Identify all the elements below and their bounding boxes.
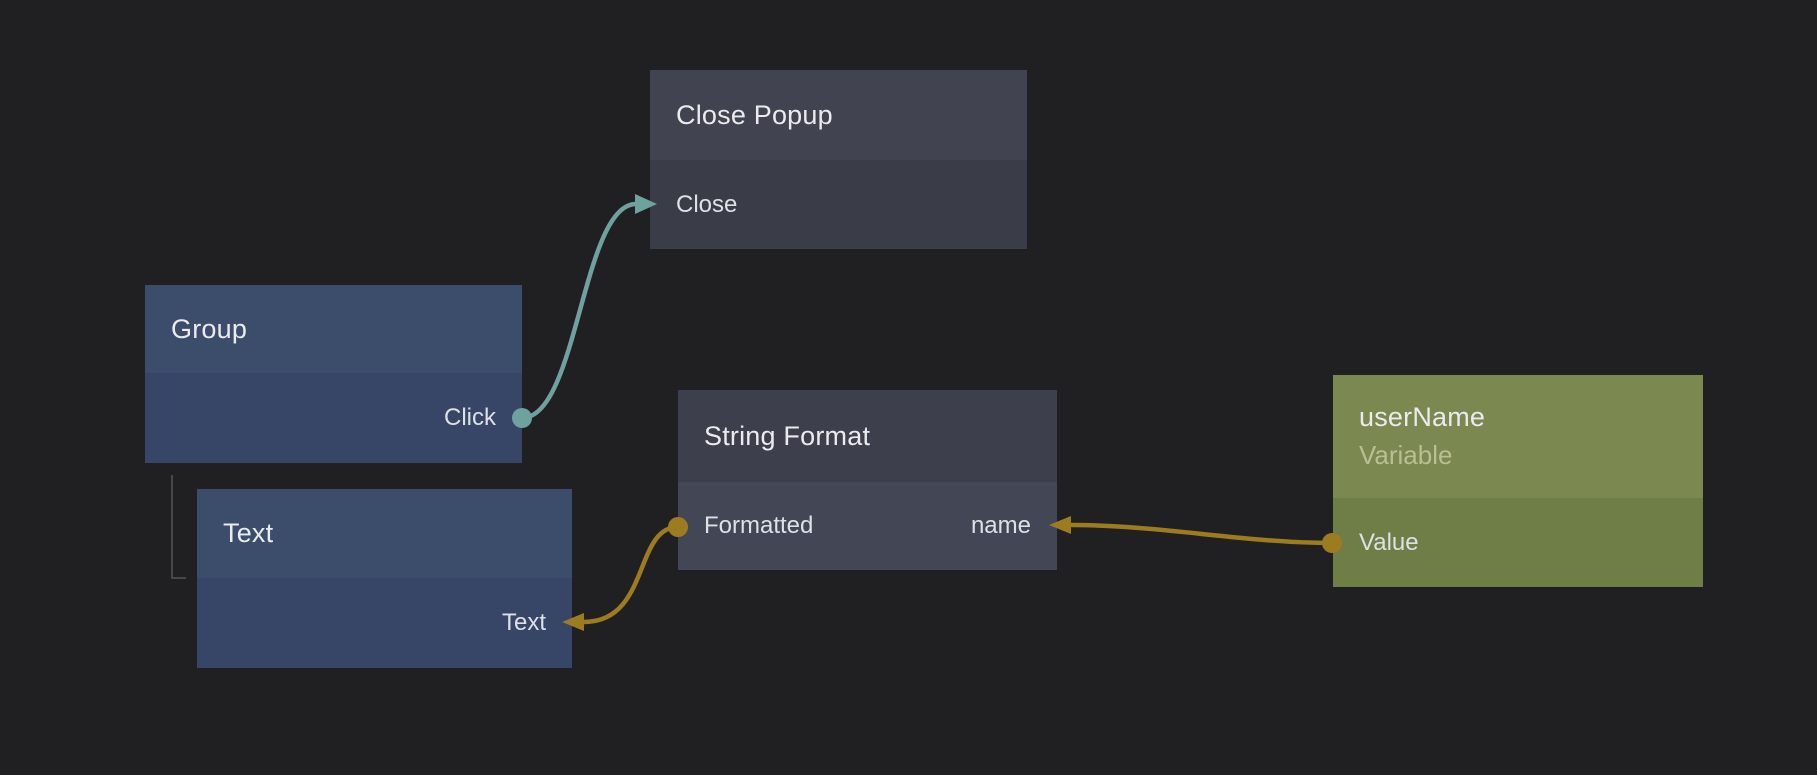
node-text[interactable]: Text Text [197,489,572,668]
node-username-variable[interactable]: userName Variable Value [1333,375,1703,587]
port-name[interactable]: name [970,512,1031,539]
node-close-popup-header: Close Popup [650,70,1027,160]
port-value[interactable]: Value [1359,528,1419,556]
node-text-header: Text [197,489,572,578]
node-group[interactable]: Group Click [145,285,522,463]
node-string-format[interactable]: String Format Formatted name [678,390,1057,570]
port-click[interactable]: Click [444,404,496,431]
node-title: String Format [704,420,871,451]
node-close-popup[interactable]: Close Popup Close [650,70,1027,249]
node-group-header: Group [145,285,522,373]
port-close[interactable]: Close [676,190,738,218]
node-string-format-body: Formatted name [678,482,1057,570]
node-title: Group [171,313,248,344]
node-text-body: Text [197,578,572,668]
node-subtitle: Variable [1359,440,1453,470]
port-formatted[interactable]: Formatted [704,512,814,539]
node-group-body: Click [145,373,522,463]
connection-value-to-name[interactable] [1068,522,1335,546]
node-title: userName [1359,402,1486,432]
port-text[interactable]: Text [501,609,546,636]
connection-click-to-close[interactable] [519,201,639,421]
connection-formatted-to-text[interactable] [581,524,681,625]
hierarchy-line-group-text [171,475,186,579]
node-username-body: Value [1333,498,1703,587]
node-username-header: userName Variable [1333,375,1703,498]
node-title: Close Popup [676,99,833,130]
node-string-format-header: String Format [678,390,1057,482]
node-title: Text [223,518,274,548]
node-close-popup-body: Close [650,160,1027,249]
